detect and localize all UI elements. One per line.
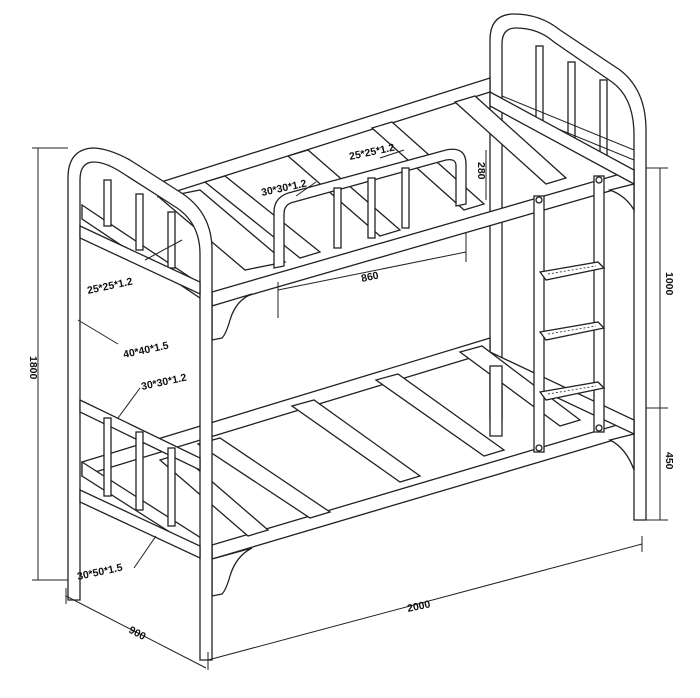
ladder xyxy=(533,175,606,453)
label-top-slat: 25*25*1.2 xyxy=(348,142,396,163)
label-post: 40*40*1.5 xyxy=(122,340,170,361)
label-length: 2000 xyxy=(406,598,431,615)
upper-frame xyxy=(81,77,635,341)
label-guard-height: 280 xyxy=(475,162,487,180)
label-guard-length: 860 xyxy=(360,270,380,285)
back-headboard xyxy=(489,13,647,521)
guard-rail xyxy=(273,148,467,269)
label-width: 900 xyxy=(127,624,148,643)
label-upper-height: 1000 xyxy=(663,272,675,296)
front-headboard xyxy=(67,147,213,661)
label-rail: 30*30*1.2 xyxy=(140,372,188,393)
dimension-lines xyxy=(32,147,668,670)
label-lower-height: 450 xyxy=(663,452,675,470)
lower-frame xyxy=(81,337,635,597)
label-base: 30*50*1.5 xyxy=(76,562,124,583)
label-total-height: 1800 xyxy=(27,356,39,380)
label-head-slat: 25*25*1.2 xyxy=(86,276,134,297)
